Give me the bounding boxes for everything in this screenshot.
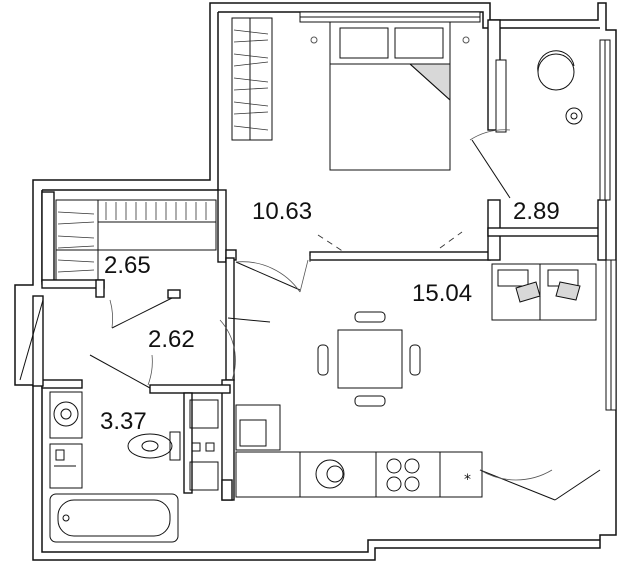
room-labels: 10.63 2.89 15.04 2.65 2.62 3.37 — [100, 198, 560, 435]
room-area-living-kitchen: 15.04 — [412, 280, 472, 307]
balcony-chair — [537, 50, 583, 125]
dining-set — [317, 311, 421, 407]
room-area-bedroom: 10.63 — [252, 198, 312, 225]
outer-walls — [14, 2, 617, 561]
room-area-hallway: 2.62 — [148, 326, 195, 353]
doors — [19, 129, 601, 501]
interior-walls — [32, 19, 607, 501]
hall-wardrobe — [55, 199, 217, 281]
room-area-wardrobe: 2.65 — [104, 252, 151, 279]
room-area-bathroom: 3.37 — [100, 408, 147, 435]
bathroom-fixtures — [49, 391, 219, 543]
svg-text:*: * — [464, 472, 471, 488]
windows — [299, 11, 617, 411]
dashed-lines — [309, 231, 463, 262]
bedroom-wardrobe — [231, 17, 273, 141]
sofa — [491, 263, 597, 321]
kitchen-counter: * — [235, 404, 483, 498]
room-area-balcony: 2.89 — [513, 198, 560, 225]
bed — [310, 21, 470, 171]
